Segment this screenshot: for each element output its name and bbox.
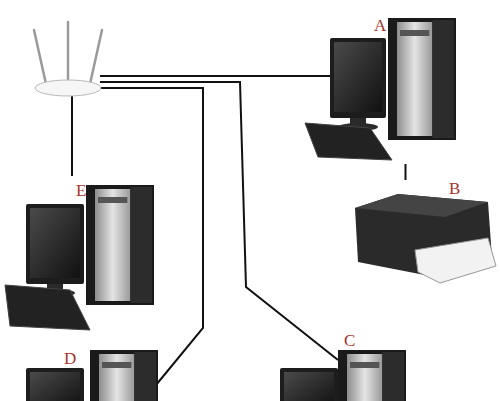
computer-node: A (303, 14, 459, 164)
paper-tray (415, 238, 496, 283)
monitor-screen (30, 208, 80, 278)
drive-bay (350, 362, 379, 368)
drive-bay (400, 30, 429, 36)
tower-panel (95, 189, 130, 301)
router-antenna (34, 30, 46, 84)
monitor-frame (26, 368, 84, 401)
drive-bay (98, 197, 127, 203)
router-body (35, 80, 101, 96)
computer-node: C (278, 328, 408, 401)
printer-top (355, 194, 488, 217)
monitor-screen (334, 42, 382, 112)
keyboard (305, 123, 392, 160)
printer-cable (405, 164, 407, 180)
router-antenna (90, 30, 102, 84)
drive-bay (102, 362, 131, 368)
device-letter: D (64, 350, 76, 367)
network-cable (100, 75, 330, 77)
device-letter: A (374, 17, 386, 34)
tower-side (130, 187, 152, 303)
router-antenna (67, 22, 70, 82)
network-cable (71, 94, 73, 176)
keyboard (5, 285, 90, 330)
pc-tower (90, 350, 158, 401)
pc-tower (86, 185, 154, 305)
monitor-screen (284, 372, 334, 401)
tower-panel (347, 354, 382, 401)
tower-panel (397, 22, 432, 136)
device-letter: E (76, 182, 86, 199)
device-letter: C (344, 332, 355, 349)
monitor-frame (330, 38, 386, 118)
computer-node: D (22, 345, 158, 401)
tower-side (432, 20, 454, 138)
monitor-screen (30, 372, 80, 401)
monitor-frame (280, 368, 338, 401)
printer-node: B (352, 180, 498, 284)
pc-tower (338, 350, 406, 401)
monitor-frame (26, 204, 84, 284)
device-letter: B (449, 180, 460, 197)
pc-tower (388, 18, 456, 140)
tower-side (134, 352, 156, 401)
network-cable (100, 82, 338, 360)
tower-panel (99, 354, 134, 401)
computer-node: E (3, 178, 157, 332)
tower-side (382, 352, 404, 401)
